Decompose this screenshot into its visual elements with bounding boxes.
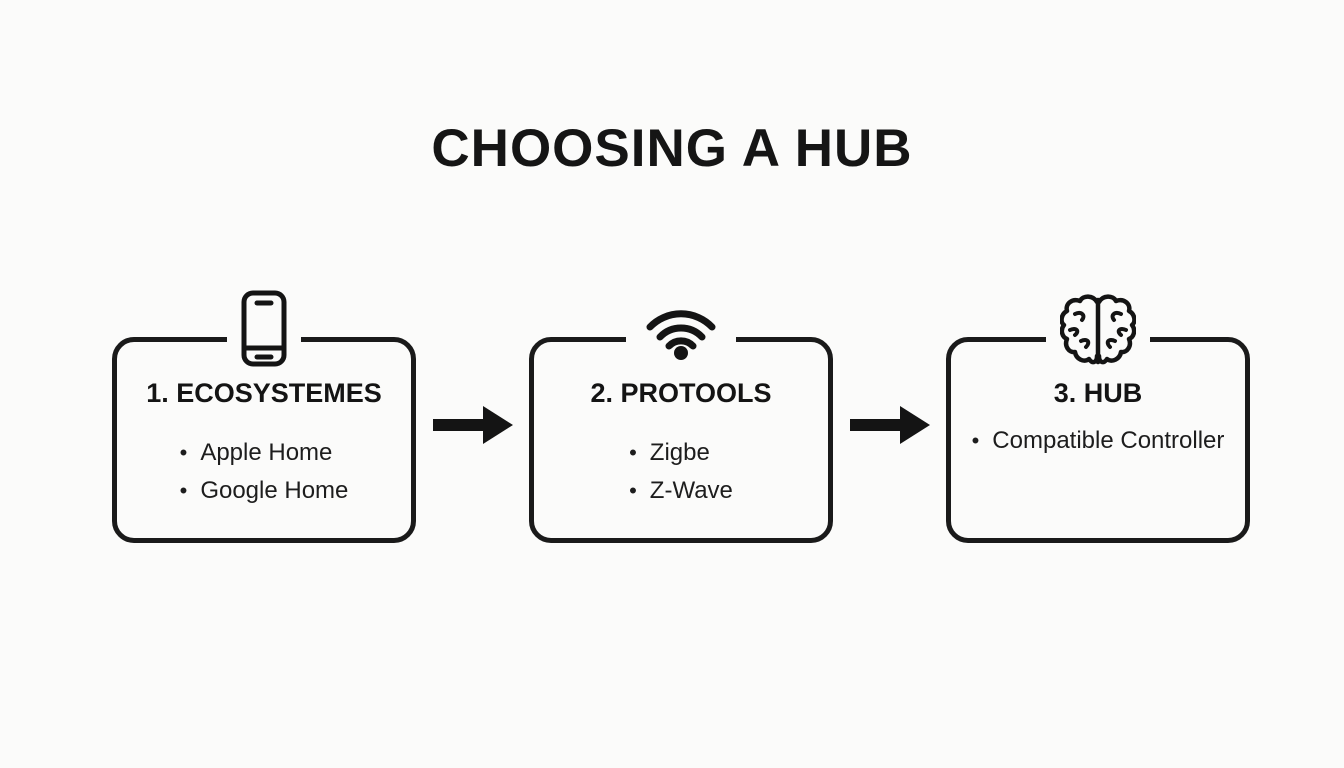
arrow-cell bbox=[416, 337, 529, 543]
list-item-label: Apple Home bbox=[200, 439, 333, 466]
step-list: • Zigbe • Z-Wave bbox=[629, 434, 733, 510]
right-arrow-icon bbox=[432, 406, 513, 444]
list-item: • Zigbe bbox=[629, 434, 733, 472]
bullet-glyph: • bbox=[971, 428, 980, 453]
bullet-glyph: • bbox=[629, 440, 637, 465]
wifi-icon bbox=[626, 302, 736, 360]
list-item: • Google Home bbox=[180, 472, 349, 510]
step-heading: 1. ECOSYSTEMES bbox=[146, 378, 382, 408]
flow-row: 1. ECOSYSTEMES • Apple Home • Google Home bbox=[112, 290, 1250, 543]
bullet-glyph: • bbox=[179, 440, 188, 465]
smartphone-icon bbox=[227, 290, 301, 367]
page-title: CHOOSING A HUB bbox=[431, 119, 913, 178]
list-item-label: Compatible Controller bbox=[992, 427, 1225, 454]
step-list: • Compatible Controller bbox=[972, 422, 1225, 460]
step-heading: 2. PROTOOLS bbox=[590, 378, 772, 408]
bullet-glyph: • bbox=[179, 478, 188, 503]
list-item-label: Google Home bbox=[200, 477, 349, 504]
bullet-glyph: • bbox=[629, 478, 637, 503]
right-arrow-icon bbox=[849, 406, 930, 444]
brain-icon bbox=[1046, 292, 1150, 368]
step-heading: 3. HUB bbox=[1053, 378, 1143, 408]
list-item: • Z-Wave bbox=[629, 472, 733, 510]
step-list: • Apple Home • Google Home bbox=[180, 434, 349, 510]
arrow-cell bbox=[833, 337, 946, 543]
list-item-label: Zigbe bbox=[649, 439, 710, 466]
step-ecosystems: 1. ECOSYSTEMES • Apple Home • Google Home bbox=[112, 290, 416, 543]
step-hub: 3. HUB • Compatible Controller bbox=[946, 292, 1250, 543]
step-protocols: 2. PROTOOLS • Zigbe • Z-Wave bbox=[529, 302, 833, 543]
list-item-label: Z-Wave bbox=[649, 477, 733, 504]
list-item: • Compatible Controller bbox=[972, 422, 1225, 460]
list-item: • Apple Home bbox=[180, 434, 349, 472]
